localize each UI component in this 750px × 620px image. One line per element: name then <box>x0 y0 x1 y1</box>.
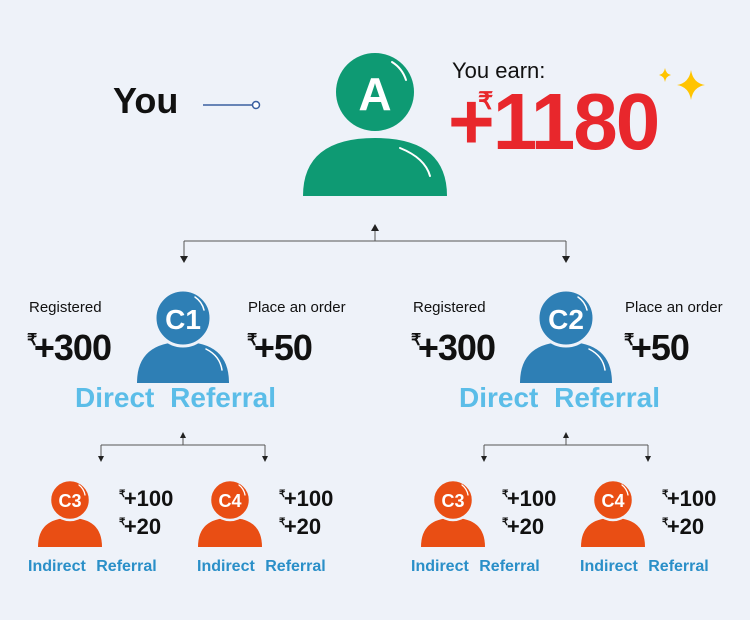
c4-left-amount2-value: +20 <box>283 514 322 539</box>
rupee-icon: ₹ <box>119 517 126 529</box>
rupee-icon: ₹ <box>502 517 509 529</box>
c1-type-label: Direct Referral <box>75 382 276 413</box>
c1-avatar <box>137 288 229 383</box>
c1-avatar-letter: C1 <box>165 304 201 335</box>
c1-order-amount-value: +50 <box>253 327 313 368</box>
sparkle-icon <box>659 68 705 100</box>
rupee-icon: ₹ <box>478 88 493 115</box>
c2-registered-amount: ₹+300 <box>411 327 496 368</box>
root-avatar-letter: A <box>358 68 391 120</box>
c4-right-amount1: ₹+100 <box>662 488 716 510</box>
c4-left-type-label: Indirect Referral <box>197 558 326 575</box>
c3-right-amount1: ₹+100 <box>502 488 556 510</box>
you-label: You <box>113 80 179 121</box>
rupee-icon: ₹ <box>247 331 257 350</box>
rupee-icon: ₹ <box>279 489 286 501</box>
c1-registered-amount-value: +300 <box>33 327 112 368</box>
root-connector <box>183 230 567 257</box>
c3-left-avatar-letter: C3 <box>58 491 81 511</box>
rupee-icon: ₹ <box>27 331 37 350</box>
c2-registered-label: Registered <box>413 299 486 316</box>
c2-order-label: Place an order <box>625 299 723 316</box>
c4-left-amount1-value: +100 <box>283 486 334 511</box>
c3-right-amount2-value: +20 <box>506 514 545 539</box>
rupee-icon: ₹ <box>662 489 669 501</box>
rupee-icon: ₹ <box>279 517 286 529</box>
c3-left-amount2: ₹+20 <box>119 516 161 538</box>
c4-left-amount2: ₹+20 <box>279 516 321 538</box>
c3-left-type-label: Indirect Referral <box>28 558 157 575</box>
c4-left-amount1: ₹+100 <box>279 488 333 510</box>
rupee-icon: ₹ <box>119 489 126 501</box>
c4-left-avatar-letter: C4 <box>218 491 241 511</box>
c4-right-amount2-value: +20 <box>666 514 705 539</box>
c3-avatar-right <box>421 478 485 547</box>
c3-right-amount2: ₹+20 <box>502 516 544 538</box>
you-connector-dot <box>251 100 261 110</box>
c1-order-amount: ₹+50 <box>247 327 313 368</box>
c4-right-amount2: ₹+20 <box>662 516 704 538</box>
c2-order-amount-value: +50 <box>630 327 690 368</box>
c3-left-amount1: ₹+100 <box>119 488 173 510</box>
root-avatar <box>303 49 447 196</box>
c4-right-type-label: Indirect Referral <box>580 558 709 575</box>
rupee-icon: ₹ <box>662 517 669 529</box>
c3-left-amount2-value: +20 <box>123 514 162 539</box>
c1-registered-amount: ₹+300 <box>27 327 112 368</box>
c4-right-amount1-value: +100 <box>666 486 717 511</box>
earn-label: You earn: <box>452 58 546 83</box>
earn-amount: ₹ +1180 <box>448 82 660 162</box>
c2-avatar-letter: C2 <box>548 304 584 335</box>
rupee-icon: ₹ <box>411 331 421 350</box>
c4-avatar-left <box>198 478 262 547</box>
c3-left-amount1-value: +100 <box>123 486 174 511</box>
c3-right-amount1-value: +100 <box>506 486 557 511</box>
c1-order-label: Place an order <box>248 299 346 316</box>
earn-amount-value: +1180 <box>448 77 660 166</box>
c3-avatar-left <box>38 478 102 547</box>
c2-order-amount: ₹+50 <box>624 327 690 368</box>
c2-registered-amount-value: +300 <box>417 327 496 368</box>
rupee-icon: ₹ <box>624 331 634 350</box>
c1-registered-label: Registered <box>29 299 102 316</box>
c4-right-avatar-letter: C4 <box>601 491 624 511</box>
c2-connector <box>483 437 649 457</box>
c2-avatar <box>520 288 612 383</box>
c3-right-avatar-letter: C3 <box>441 491 464 511</box>
c4-avatar-right <box>581 478 645 547</box>
c3-right-type-label: Indirect Referral <box>411 558 540 575</box>
c2-type-label: Direct Referral <box>459 382 660 413</box>
c1-connector <box>100 437 266 457</box>
rupee-icon: ₹ <box>502 489 509 501</box>
